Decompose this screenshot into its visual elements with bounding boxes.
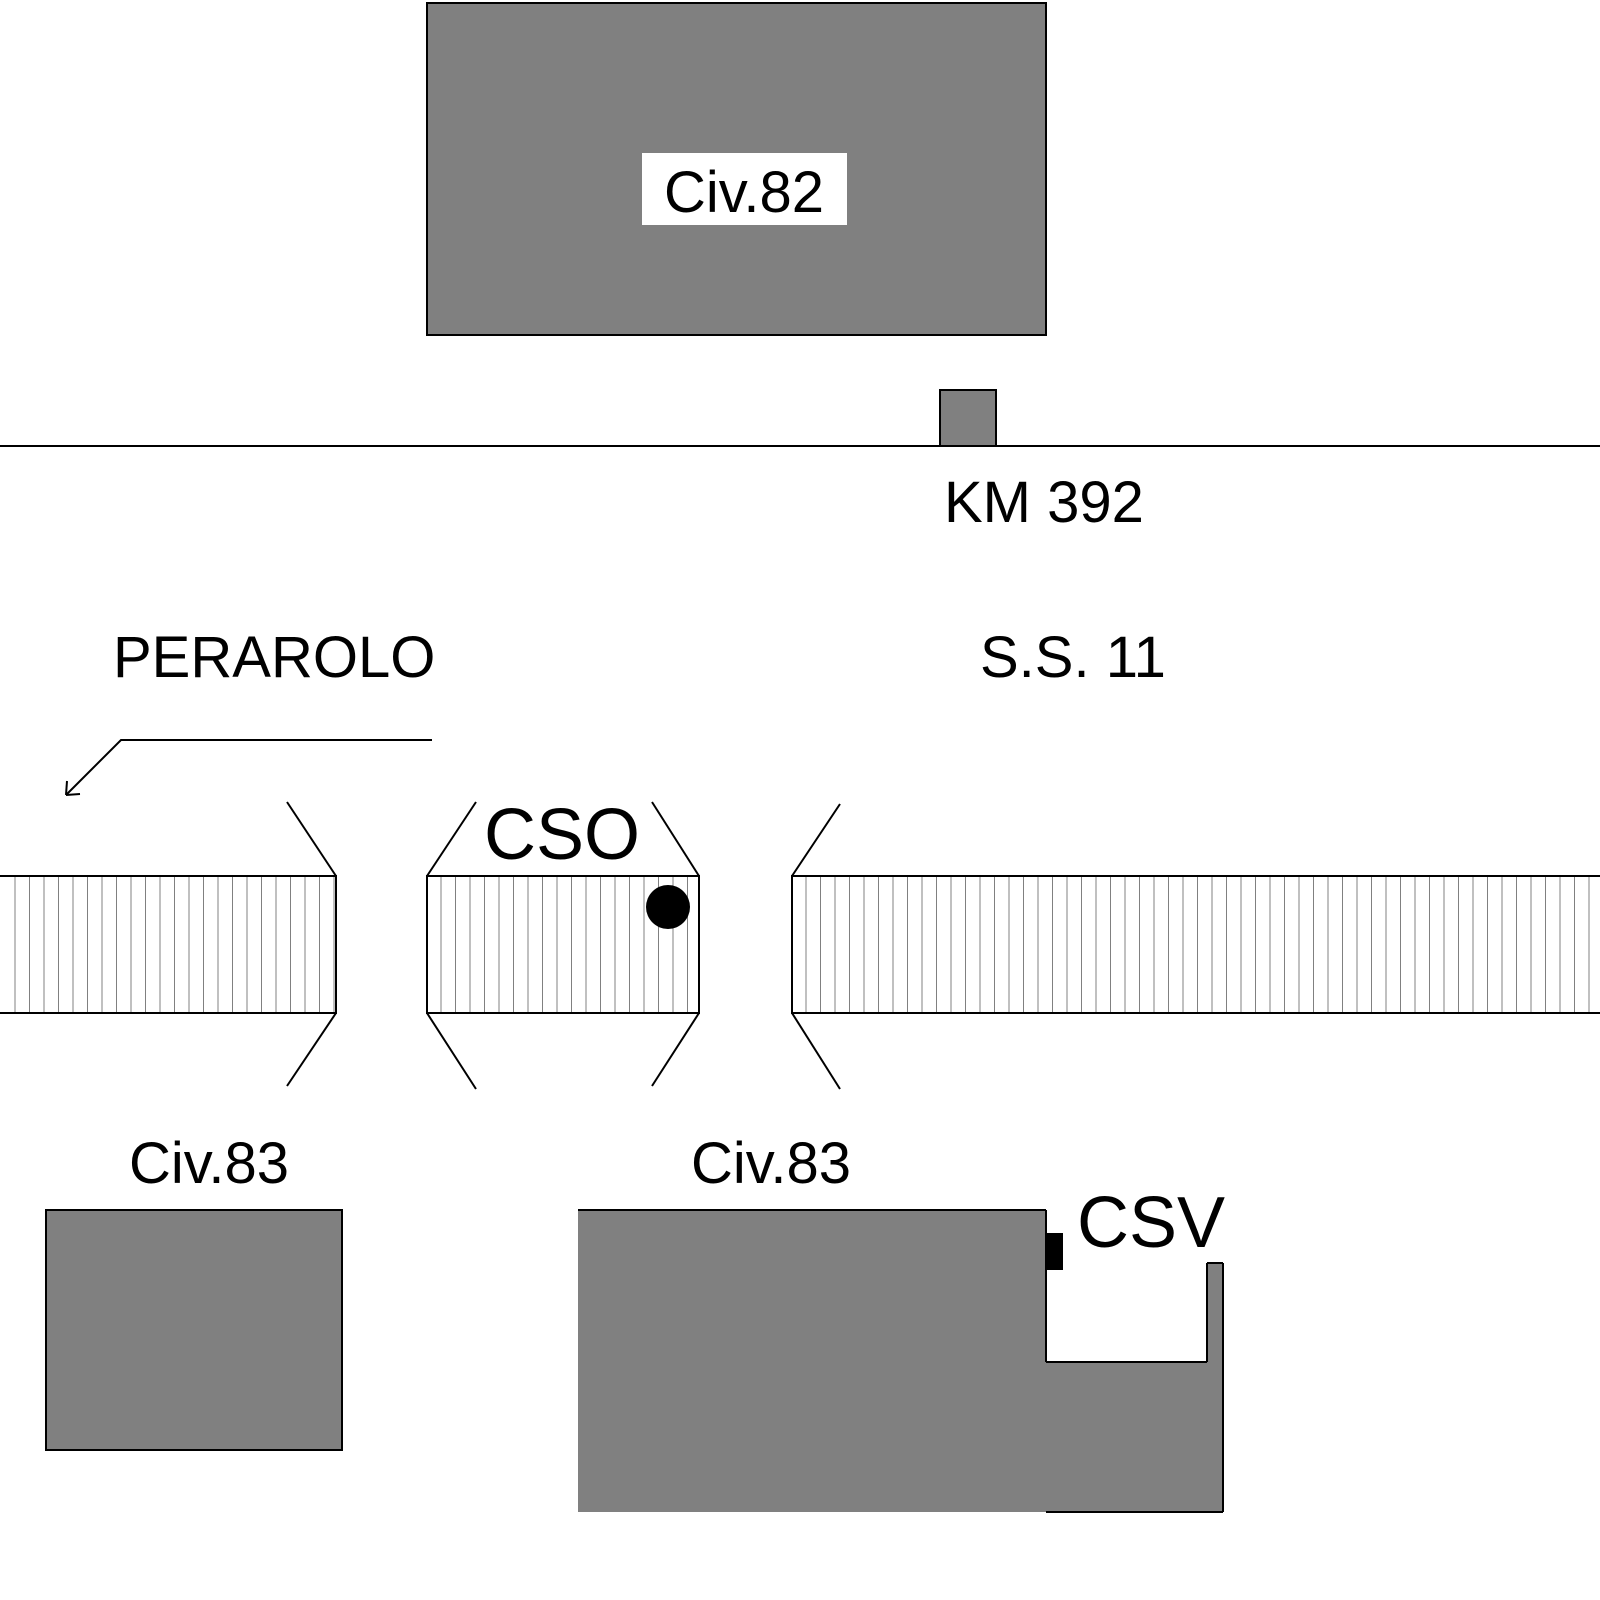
strip-right-outline xyxy=(791,875,1600,1014)
civ83-right-label: Civ.83 xyxy=(691,1131,851,1196)
town-label: PERAROLO xyxy=(113,625,435,690)
building-civ83-left xyxy=(45,1209,343,1451)
km-marker xyxy=(939,389,997,447)
wing-lines xyxy=(286,801,841,1090)
csv-marker xyxy=(1046,1233,1063,1270)
cso-point xyxy=(646,885,690,929)
civ82-label: Civ.82 xyxy=(664,160,824,225)
civ82-label-box xyxy=(642,153,847,225)
road-label: S.S. 11 xyxy=(980,625,1166,690)
cso-label: CSO xyxy=(484,795,640,875)
csv-label: CSV xyxy=(1077,1183,1225,1263)
direction-arrow-icon xyxy=(65,739,432,796)
building-civ83-right xyxy=(578,1210,1223,1512)
building-civ83-right-outline xyxy=(578,1209,1224,1513)
strip-left-outline xyxy=(0,875,337,1014)
km-label: KM 392 xyxy=(944,470,1144,535)
hatched-strip-right xyxy=(805,876,1590,1013)
civ83-left-label: Civ.83 xyxy=(129,1131,289,1196)
strip-middle-outline xyxy=(426,875,700,1014)
hatched-strip-left xyxy=(14,876,335,1013)
